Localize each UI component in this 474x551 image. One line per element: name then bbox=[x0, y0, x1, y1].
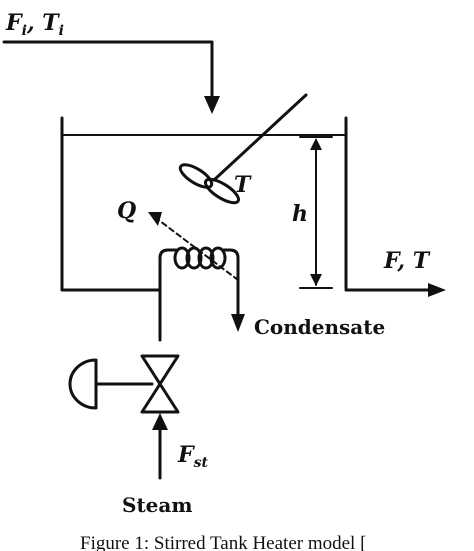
arrow-up-icon bbox=[152, 413, 168, 430]
level-label: h bbox=[292, 201, 308, 227]
inlet-label: Fi, Ti bbox=[5, 10, 64, 39]
steam-flow-label: Fst bbox=[177, 442, 209, 471]
heat-label: Q bbox=[117, 198, 136, 224]
coil-outlet-pipe bbox=[222, 248, 240, 318]
level-arrow-up bbox=[310, 138, 322, 150]
actuator-icon bbox=[68, 358, 98, 410]
arrow-down-icon bbox=[204, 96, 220, 114]
outlet-label: F, T bbox=[383, 248, 431, 274]
steam-label: Steam bbox=[122, 493, 193, 517]
impeller-icon bbox=[178, 163, 241, 205]
coil-icon bbox=[173, 246, 227, 270]
heat-flow-arrow bbox=[155, 217, 239, 281]
tank-wall-left bbox=[60, 116, 162, 292]
figure-caption: Figure 1: Stirred Tank Heater model [ bbox=[80, 533, 366, 551]
inlet-line bbox=[2, 40, 214, 102]
level-arrow-down bbox=[310, 274, 322, 286]
condensate-label: Condensate bbox=[254, 315, 385, 339]
tank-temperature-label: T bbox=[234, 172, 252, 198]
agitator-shaft bbox=[212, 93, 308, 182]
arrow-right-icon bbox=[428, 283, 446, 297]
valve-icon bbox=[140, 354, 180, 414]
heat-arrow-head bbox=[148, 212, 162, 226]
condensate-arrow-icon bbox=[231, 314, 245, 332]
coil-inlet-pipe bbox=[158, 248, 178, 342]
